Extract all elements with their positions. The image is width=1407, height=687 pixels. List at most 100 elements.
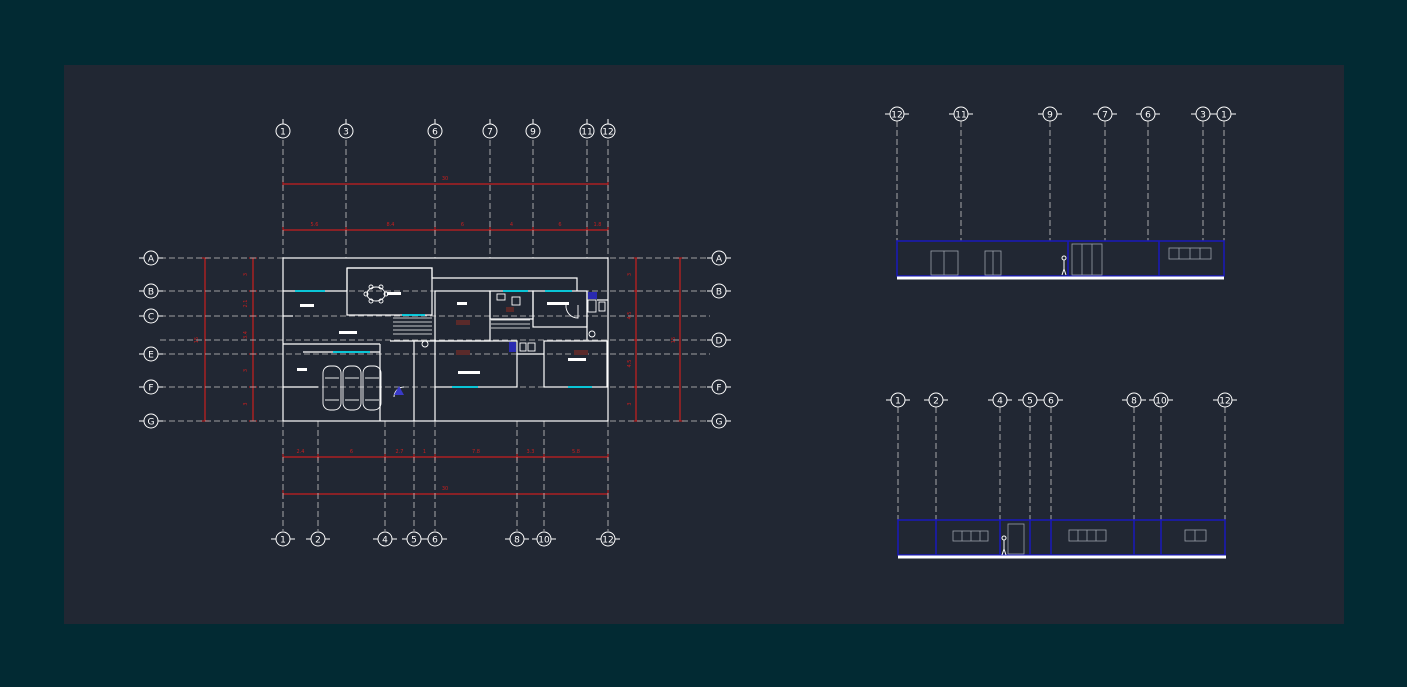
elevation-upper-bubble-3-label: 3 [1200, 111, 1206, 121]
plan-column-bubble-top-6-label: 6 [432, 128, 438, 138]
plan-row-bubble-left-B: B [139, 283, 163, 299]
plan-column-bubble-bottom-5: 5 [402, 531, 426, 547]
plan-column-bubble-bottom-10: 10 [532, 531, 556, 547]
elevation-lower-bubble-12: 12 [1213, 392, 1237, 408]
dimension-text: 30 [442, 486, 448, 492]
plan-dimension-ticks [201, 180, 684, 498]
plan-row-bubble-left-C: C [139, 308, 163, 324]
plan-column-bubble-bottom-label: 6 [432, 536, 438, 546]
plan-column-bubble-bottom-label: 1 [280, 536, 286, 546]
elevation-upper-bubble-7-label: 7 [1102, 111, 1108, 121]
dimension-text: 4.5 [627, 312, 633, 320]
elevation-lower-grid-lines [897, 407, 1226, 520]
plan-column-bubble-top-7: 7 [482, 119, 498, 139]
dimension-text: 1 [423, 449, 426, 455]
elevation-upper-grid-lines [896, 121, 1225, 241]
elevation-upper-bubble-1-label: 1 [1221, 111, 1227, 121]
plan-column-bubble-top-3-label: 3 [343, 128, 349, 138]
plan-column-bubble-top-11: 11 [579, 119, 595, 139]
elevation-lower-bubble-1-label: 1 [895, 397, 901, 407]
dimension-text: 6 [350, 449, 353, 455]
plan-column-bubble-top-9-label: 9 [530, 128, 536, 138]
elevation-upper-bubble-6-label: 6 [1145, 111, 1151, 121]
plan-column-bubble-bottom-4: 4 [373, 531, 397, 547]
human-figure-lower [1001, 535, 1007, 556]
plan-row-bubble-right-F: F [707, 379, 731, 395]
dimension-text: 7.8 [472, 449, 480, 455]
plan-row-bubble-right-B-label: B [716, 288, 722, 298]
plan-windows [295, 290, 592, 388]
elevation-upper-bubble-11: 11 [949, 106, 973, 122]
plan-walls [282, 257, 609, 422]
plan-column-bubble-bottom-1: 1 [271, 531, 295, 547]
plan-column-bubble-bottom-12: 12 [596, 531, 620, 547]
dimension-text: 3.4 [243, 331, 249, 339]
plan-row-bubble-left-A-label: A [148, 255, 155, 265]
elevation-upper-bubble-7: 7 [1093, 106, 1117, 122]
elevation-lower-bubble-4: 4 [988, 392, 1012, 408]
dimension-text: 3 [243, 402, 249, 405]
plan-room-labels [297, 292, 586, 374]
plan-fixtures-blue [394, 292, 597, 395]
dimension-text: 4.5 [627, 360, 633, 368]
dimension-text: 3 [627, 273, 633, 276]
plan-row-bubble-left-B-label: B [148, 288, 154, 298]
elevation-lower-bubble-5: 5 [1018, 392, 1042, 408]
plan-column-bubble-bottom-2: 2 [306, 531, 330, 547]
plan-column-bubble-bottom-label: 4 [382, 536, 388, 546]
plan-row-bubble-left-G-label: G [148, 418, 155, 428]
elevation-lower-openings [952, 523, 1207, 555]
plan-dimension-lines [204, 183, 681, 495]
elevation-upper-bubble-1: 1 [1212, 106, 1236, 122]
plan-column-bubble-top-9: 9 [525, 119, 541, 139]
dimension-text: 3 [243, 273, 249, 276]
elevation-lower-bubble-4-label: 4 [997, 397, 1003, 407]
plan-row-bubble-left-E-label: E [148, 351, 154, 361]
dimension-text: 3.3 [527, 449, 535, 455]
plan-column-bubble-top-6: 6 [427, 119, 443, 139]
dimension-text: 2.4 [297, 449, 305, 455]
plan-column-bubble-top-7-label: 7 [487, 128, 493, 138]
dimension-text: 1.8 [594, 222, 602, 228]
dimension-text: 30 [442, 176, 448, 182]
plan-row-bubble-right-G-label: G [716, 418, 723, 428]
dimension-text: 3 [243, 369, 249, 372]
plan-column-bubble-top-1: 1 [275, 119, 291, 139]
elevation-upper-bubble-9: 9 [1038, 106, 1062, 122]
elevation-lower-bubble-12-label: 12 [1219, 397, 1230, 407]
elevation-lower-bubble-2: 2 [924, 392, 948, 408]
plan-row-bubble-right-A: A [707, 250, 731, 266]
dimension-text: 2.7 [396, 449, 404, 455]
elevation-lower-bubble-10-label: 10 [1155, 397, 1167, 407]
plan-column-bubble-bottom-label: 8 [514, 536, 520, 546]
plan-furniture [322, 284, 606, 411]
elevation-upper-openings [930, 243, 1212, 276]
dimension-text: 2.1 [243, 300, 249, 308]
dimension-text: 5.6 [311, 222, 319, 228]
plan-column-bubble-bottom-label: 10 [538, 536, 550, 546]
elevation-lower-bubble-10: 10 [1149, 392, 1173, 408]
plan-row-bubble-left-A: A [139, 250, 163, 266]
elevation-lower-bubble-8: 8 [1122, 392, 1146, 408]
plan-column-bubble-bottom-label: 2 [315, 536, 321, 546]
elevation-lower-bubble-2-label: 2 [933, 397, 939, 407]
elevation-lower-bubble-8-label: 8 [1131, 397, 1137, 407]
plan-row-bubble-right-D: D [707, 332, 731, 348]
plan-column-bubble-top-3: 3 [338, 119, 354, 139]
elevation-upper-outline [896, 240, 1225, 277]
dimension-text: 4 [510, 222, 513, 228]
plan-column-bubble-bottom-label: 5 [411, 536, 417, 546]
elevation-lower-bubble-5-label: 5 [1027, 397, 1033, 407]
elevation-upper-bubble-12: 12 [885, 106, 909, 122]
dimension-text: 3 [627, 402, 633, 405]
elevation-lower-bubble-6-label: 6 [1048, 397, 1054, 407]
plan-column-bubble-bottom-6: 6 [423, 531, 447, 547]
plan-column-bubble-top-1-label: 1 [280, 128, 286, 138]
plan-column-bubble-top-11-label: 11 [581, 128, 592, 138]
